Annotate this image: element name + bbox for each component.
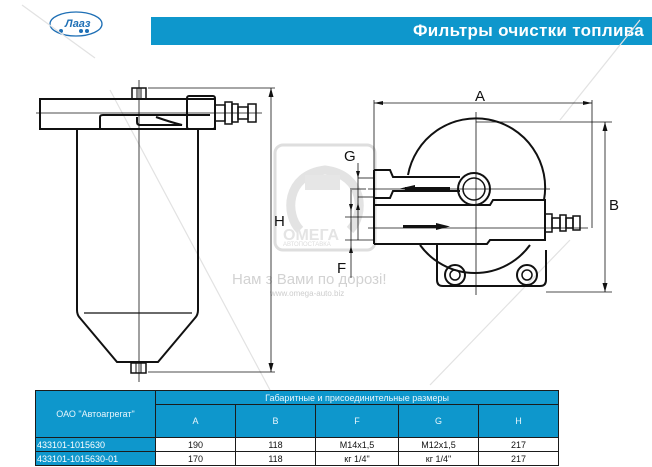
watermark-url: www.omega-auto.biz — [269, 289, 344, 298]
watermark-slogan: Нам з Вами по дорозі! — [232, 271, 387, 288]
omega-watermark: ОМЕГА АВТОПОСТАВКА Нам з Вами по дорозі!… — [232, 143, 387, 298]
manufacturer-header: ОАО "Автоагрегат" — [35, 390, 156, 438]
watermark-lines — [21, 4, 641, 391]
col-header-f: F — [315, 404, 399, 438]
center-lines-left — [36, 80, 275, 382]
filter-side-view — [39, 87, 257, 374]
col-header-h: H — [477, 404, 560, 438]
col-header-g: G — [398, 404, 479, 438]
part-number: 433101-1015630-01 — [35, 451, 156, 466]
dim-label-h: H — [274, 213, 285, 230]
cell-g: кг 1/4" — [398, 451, 479, 466]
table-row: 433101-1015630 190 118 M14x1,5 M12x1,5 2… — [35, 437, 560, 452]
laaz-logo: Лааз — [48, 10, 104, 38]
cell-f: M14x1,5 — [315, 437, 399, 452]
cell-b: 118 — [235, 451, 316, 466]
title-bar: Фильтры очистки топлива — [151, 17, 652, 45]
cell-h: 217 — [477, 451, 560, 466]
filter-top-view — [373, 117, 581, 287]
dim-label-f: F — [337, 260, 346, 277]
dim-label-a: A — [475, 88, 485, 105]
dim-label-g: G — [344, 148, 356, 165]
dim-label-b: B — [609, 197, 619, 214]
col-header-b: B — [235, 404, 316, 438]
cell-a: 170 — [155, 451, 236, 466]
cell-f: кг 1/4" — [315, 451, 399, 466]
cell-a: 190 — [155, 437, 236, 452]
cell-h: 217 — [477, 437, 560, 452]
dimensions-table: ОАО "Автоагрегат" Габаритные и присоедин… — [35, 389, 560, 466]
part-number: 433101-1015630 — [35, 437, 156, 452]
technical-drawing: ОМЕГА АВТОПОСТАВКА Нам з Вами по дорозі!… — [21, 4, 641, 391]
page-title: Фильтры очистки топлива — [413, 21, 644, 40]
table-row: 433101-1015630-01 170 118 кг 1/4" кг 1/4… — [35, 451, 560, 466]
svg-text:АВТОПОСТАВКА: АВТОПОСТАВКА — [283, 242, 331, 248]
logo-text: Лааз — [64, 18, 91, 30]
group-header: Габаритные и присоединительные размеры — [154, 389, 560, 406]
col-header-a: A — [155, 404, 236, 438]
cell-b: 118 — [235, 437, 316, 452]
cell-g: M12x1,5 — [398, 437, 479, 452]
svg-text:ОМЕГА: ОМЕГА — [283, 227, 340, 244]
